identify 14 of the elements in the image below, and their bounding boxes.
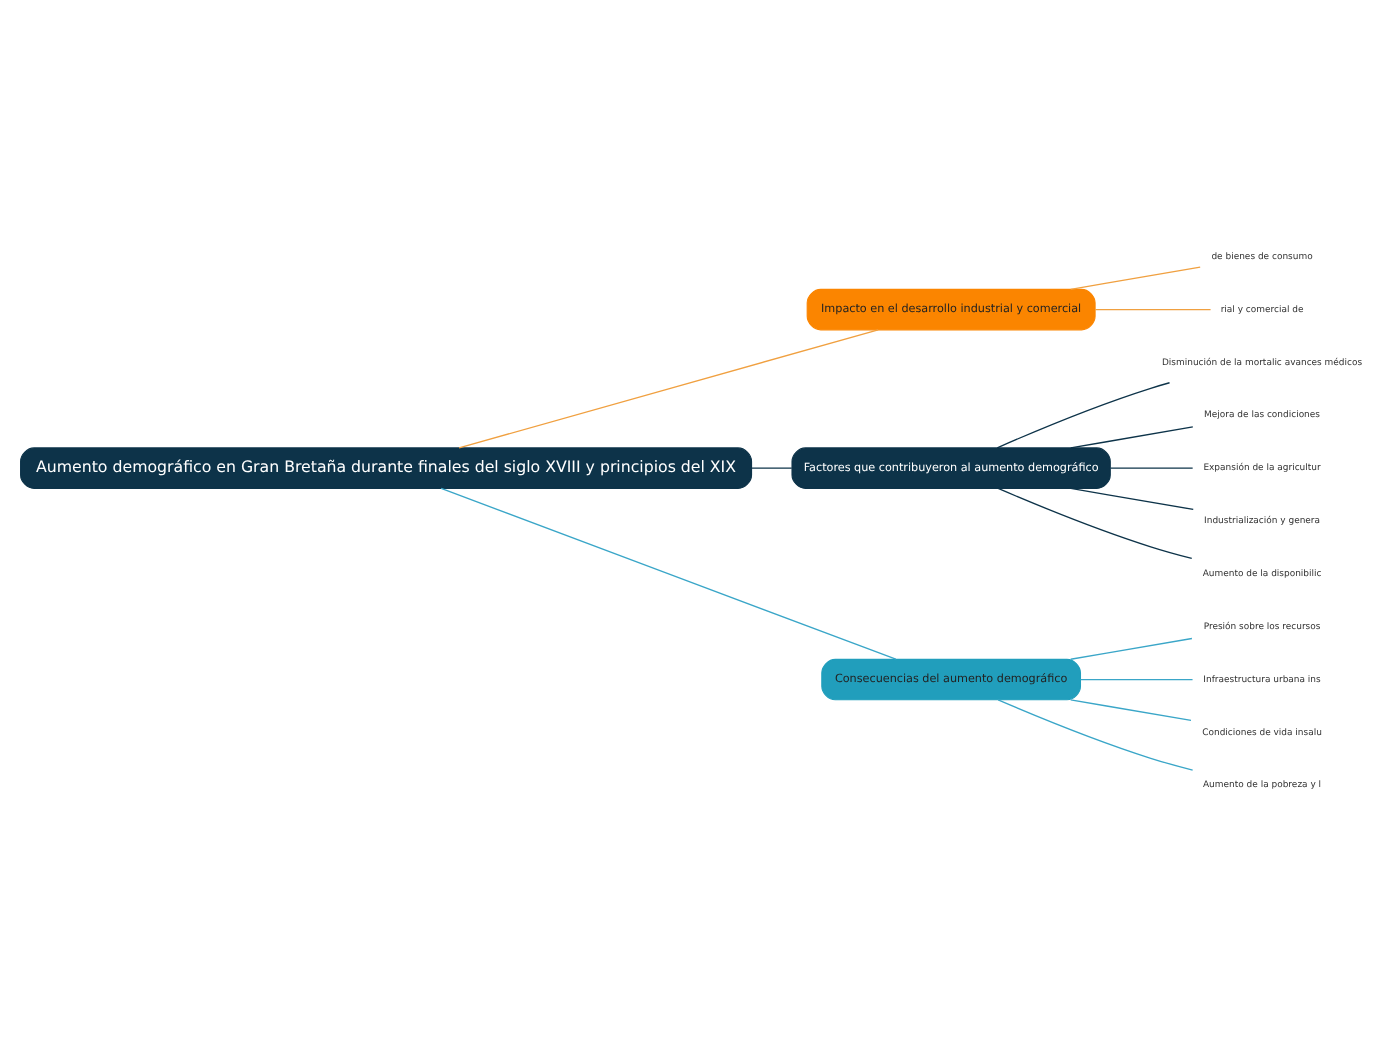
connector xyxy=(1070,698,1192,721)
connector xyxy=(1070,265,1201,289)
connector xyxy=(997,486,1193,559)
connector xyxy=(1110,466,1194,468)
connector xyxy=(1070,636,1193,659)
connector xyxy=(1079,677,1194,680)
connector xyxy=(458,328,879,448)
connector xyxy=(996,381,1171,448)
connector xyxy=(1070,425,1194,448)
connector xyxy=(1070,486,1194,510)
connector xyxy=(440,486,897,659)
connector xyxy=(997,698,1194,770)
connector xyxy=(1094,307,1212,310)
connector xyxy=(750,466,793,468)
